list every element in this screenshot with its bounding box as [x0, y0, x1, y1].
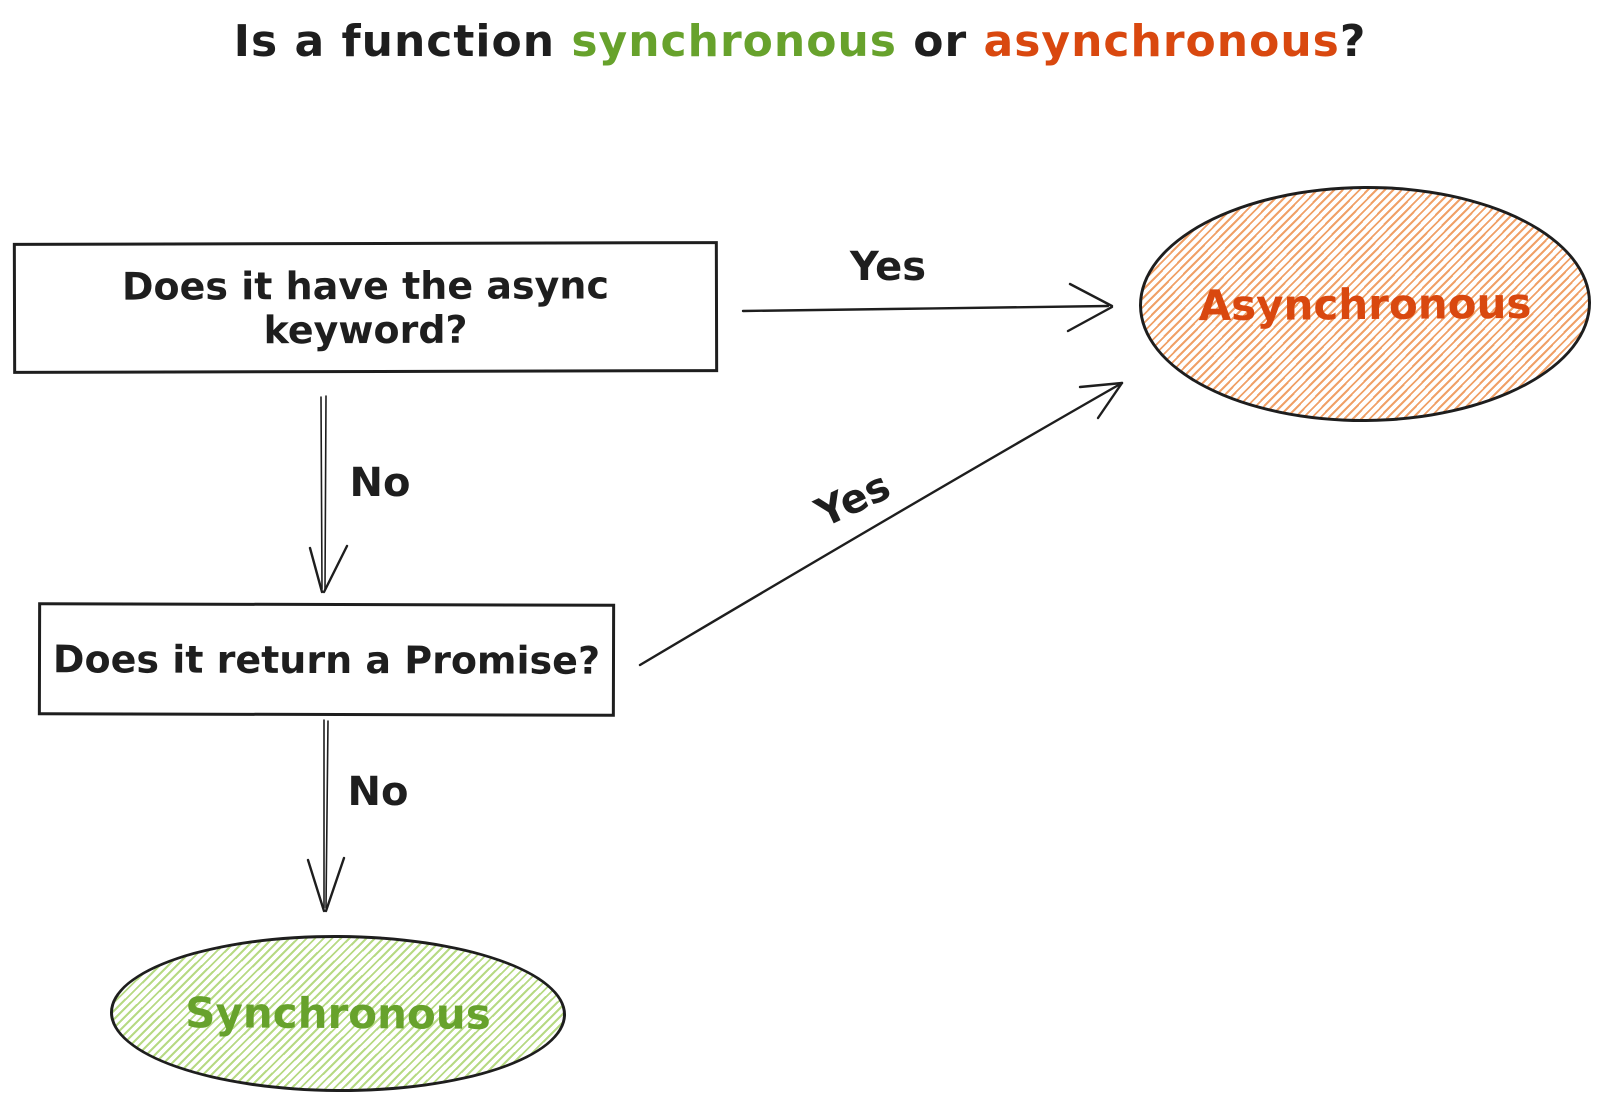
arrow-q1-to-async: [741, 304, 1110, 313]
arrow-q1-to-q2-line1: [320, 396, 323, 590]
edge-label-q2-no: No: [347, 769, 409, 815]
arrowhead-q1-to-async: [1066, 282, 1114, 333]
arrow-q1-to-q2-line2: [324, 395, 327, 590]
arrowhead-q2-to-sync: [306, 856, 346, 913]
title-word-synchronous: synchronous: [571, 16, 897, 67]
arrowhead-q1-to-q2: [308, 544, 349, 594]
node-question-return-promise: Does it return a Promise?: [37, 602, 616, 717]
edge-label-q1-no: No: [349, 460, 411, 506]
node-label: Synchronous: [185, 988, 491, 1039]
arrowhead-q2-to-async: [1078, 381, 1124, 420]
node-label: Does it return a Promise?: [52, 636, 601, 683]
edge-label-q2-yes: Yes: [808, 463, 898, 537]
title-question-mark: ?: [1339, 16, 1367, 67]
node-label: Asynchronous: [1198, 278, 1532, 330]
node-result-asynchronous: Asynchronous: [1138, 184, 1592, 424]
arrow-q2-to-async: [638, 381, 1124, 667]
edge-label-q1-yes: Yes: [849, 244, 927, 290]
node-result-synchronous: Synchronous: [109, 933, 567, 1094]
page-title: Is a function synchronous or asynchronou…: [0, 16, 1600, 67]
title-text-or: or: [896, 16, 984, 67]
title-text-plain: Is a function: [233, 16, 572, 67]
title-word-asynchronous: asynchronous: [983, 16, 1340, 67]
node-question-async-keyword: Does it have the async keyword?: [12, 241, 719, 374]
arrow-q2-to-sync-line2: [325, 720, 329, 909]
node-label: Does it have the async keyword?: [121, 262, 609, 352]
